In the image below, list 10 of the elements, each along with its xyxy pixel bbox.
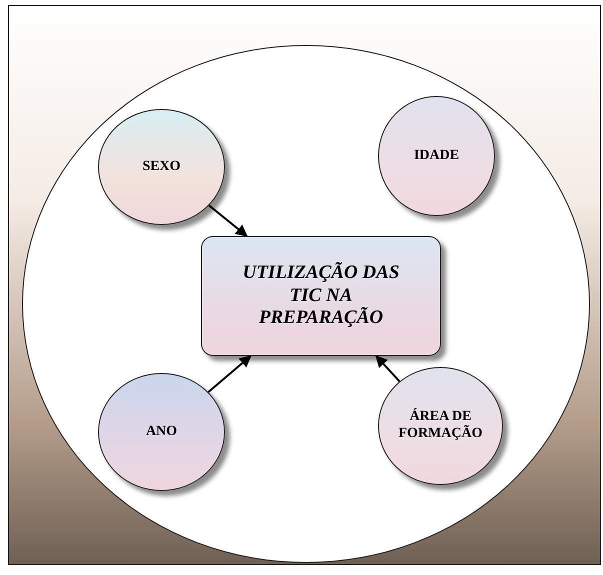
node-label: ÁREA DE FORMAÇÃO xyxy=(398,409,484,443)
arrow xyxy=(208,204,248,237)
node-label: SEXO xyxy=(142,158,181,176)
node-label: ANO xyxy=(146,424,178,440)
arrow xyxy=(375,355,400,382)
rounded-box xyxy=(201,236,441,356)
ellipse-node xyxy=(378,367,503,485)
arrow xyxy=(208,355,252,393)
node-label: IDADE xyxy=(414,148,460,164)
node-label: UTILIZAÇÃO DAS TIC NA PREPARAÇÃO xyxy=(242,262,400,330)
